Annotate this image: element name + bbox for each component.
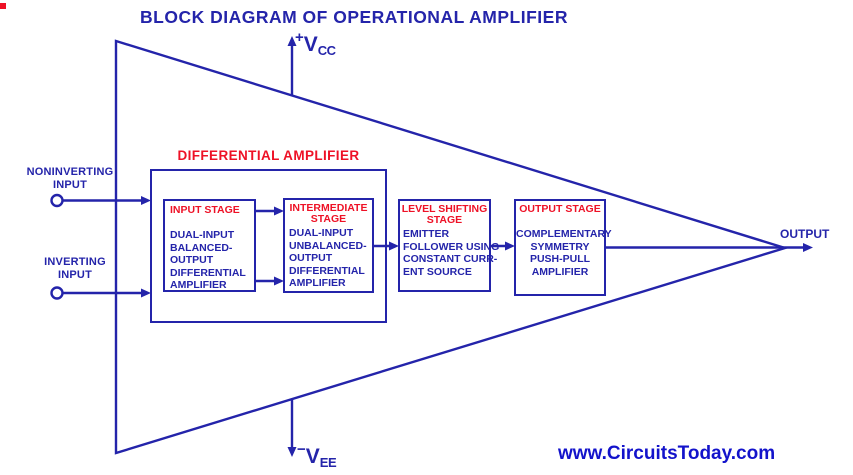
- stage-body-line: ENT SOURCE: [403, 265, 472, 278]
- differential-amplifier-label: DIFFERENTIAL AMPLIFIER: [177, 148, 360, 163]
- stage-body-line: SYMMETRY: [530, 240, 590, 253]
- input-stage-title-line1: INPUT STAGE: [170, 204, 240, 216]
- intermediate-stage-title-line1: INTERMEDIATE: [289, 202, 368, 214]
- vcc-letter: V: [303, 33, 318, 56]
- vee-letter: V: [305, 445, 320, 468]
- level-shifting-stage-title: LEVEL SHIFTING STAGE: [400, 201, 489, 226]
- stage-body-line: EMITTER: [403, 228, 450, 240]
- stage-body-line: OUTPUT: [289, 252, 333, 265]
- input-stage-body: DUAL-INPUT BALANCED- OUTPUT DIFFERENTIAL…: [165, 229, 254, 292]
- output-label: OUTPUT: [780, 227, 830, 241]
- inverting-terminal: [50, 286, 64, 300]
- stage-body-line: CONSTANT CURR-: [403, 253, 498, 266]
- output-stage-title: OUTPUT STAGE: [516, 201, 604, 215]
- stage-body-line: DUAL-INPUT: [170, 229, 235, 241]
- stage-body-line: DUAL-INPUT: [289, 227, 354, 239]
- stage-body-line: OUTPUT: [170, 254, 214, 267]
- stage-body-line: COMPLEMENTARY: [516, 228, 612, 240]
- noninverting-terminal: [50, 193, 64, 208]
- intermediate-stage-title: INTERMEDIATE STAGE: [285, 200, 372, 225]
- noninverting-input-label: NONINVERTING INPUT: [24, 166, 116, 191]
- output-arrowhead-icon: [803, 243, 813, 252]
- input-stage-box: INPUT STAGE DUAL-INPUT BALANCED- OUTPUT …: [163, 199, 256, 292]
- input-stage-title: INPUT STAGE: [165, 201, 254, 216]
- stage-body-line: BALANCED-: [170, 241, 233, 254]
- vee-subscript: EE: [319, 455, 337, 470]
- intermediate-stage-box: INTERMEDIATE STAGE DUAL-INPUT UNBALANCED…: [283, 198, 374, 293]
- intermediate-stage-body: DUAL-INPUT UNBALANCED- OUTPUT DIFFERENTI…: [285, 227, 372, 290]
- output-stage-body: COMPLEMENTARY SYMMETRY PUSH-PULL AMPLIFI…: [516, 228, 612, 278]
- page-title: BLOCK DIAGRAM OF OPERATIONAL AMPLIFIER: [140, 7, 568, 27]
- inverting-input-label-line2: INPUT: [58, 268, 92, 281]
- stage-body-line: PUSH-PULL: [529, 253, 591, 266]
- level-shifting-stage-box: LEVEL SHIFTING STAGE EMITTER FOLLOWER US…: [398, 199, 500, 292]
- stage-body-line: AMPLIFIER: [170, 279, 227, 292]
- noninverting-input-label-line2: INPUT: [53, 178, 87, 191]
- corner-artifact: [0, 3, 6, 9]
- level-shifting-stage-title-line2: STAGE: [426, 214, 463, 226]
- inverting-input-label: INVERTING INPUT: [29, 256, 121, 281]
- vee-arrowhead-icon: [287, 447, 297, 457]
- stage-body-line: UNBALANCED-: [289, 239, 367, 252]
- output-stage-title-line1: OUTPUT STAGE: [519, 203, 601, 215]
- stage-body-line: DIFFERENTIAL: [289, 264, 365, 277]
- vcc-plus-sign: +: [295, 29, 304, 46]
- watermark-link[interactable]: www.CircuitsToday.com: [558, 443, 776, 464]
- vee-minus-sign: −: [297, 441, 306, 458]
- level-shifting-stage-body: EMITTER FOLLOWER USING CONSTANT CURR- EN…: [400, 228, 500, 278]
- vee-label: −VEE: [297, 441, 337, 470]
- inverting-input-label-line1: INVERTING: [44, 256, 106, 268]
- stage-body-line: AMPLIFIER: [289, 277, 346, 290]
- differential-amplifier-group-box: [150, 169, 387, 323]
- stage-body-line: DIFFERENTIAL: [170, 266, 246, 279]
- vcc-subscript: CC: [317, 43, 336, 58]
- noninverting-input-label-line1: NONINVERTING: [26, 166, 114, 178]
- intermediate-stage-title-line2: STAGE: [310, 213, 347, 225]
- stage-body-line: FOLLOWER USING: [403, 240, 500, 253]
- stage-body-line: AMPLIFIER: [531, 265, 589, 278]
- output-stage-box: OUTPUT STAGE COMPLEMENTARY SYMMETRY PUSH…: [514, 199, 612, 296]
- vcc-label: +VCC: [295, 29, 336, 58]
- level-shifting-stage-title-line1: LEVEL SHIFTING: [401, 203, 488, 215]
